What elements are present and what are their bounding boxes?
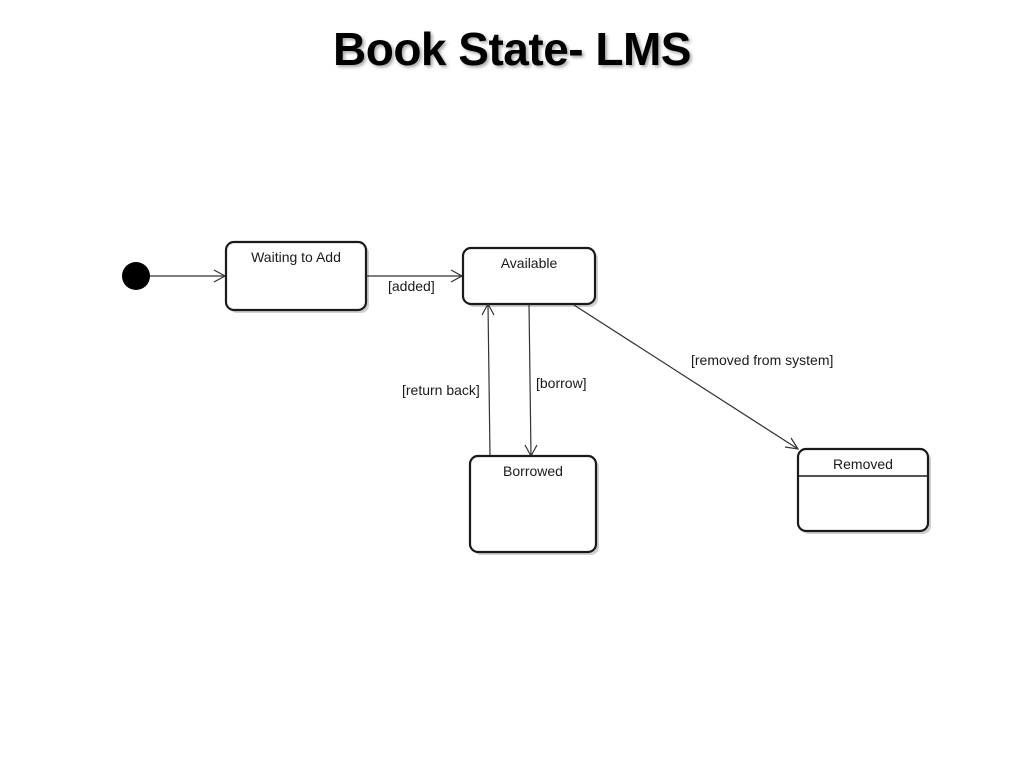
slide-title: Book State- LMS [333, 23, 691, 75]
state-removed: Removed [796, 447, 931, 534]
guard-added-label: [added] [388, 278, 435, 294]
state-available: Available [461, 246, 598, 307]
guard-removed-from-system-label: [removed from system] [691, 352, 833, 368]
transition-removed-from-system [573, 304, 800, 450]
initial-state-node [122, 262, 150, 290]
state-available-label: Available [501, 255, 558, 271]
state-waiting-to-add-label: Waiting to Add [251, 249, 341, 265]
state-waiting-to-add: Waiting to Add [224, 240, 369, 313]
state-borrowed: Borrowed [468, 454, 599, 555]
guard-borrow-label: [borrow] [536, 375, 587, 391]
guard-return-back-label: [return back] [402, 382, 480, 398]
transition-return-back [481, 302, 495, 457]
transition-initial-to-waiting [150, 269, 227, 283]
state-removed-label: Removed [833, 456, 893, 472]
state-borrowed-label: Borrowed [503, 463, 563, 479]
